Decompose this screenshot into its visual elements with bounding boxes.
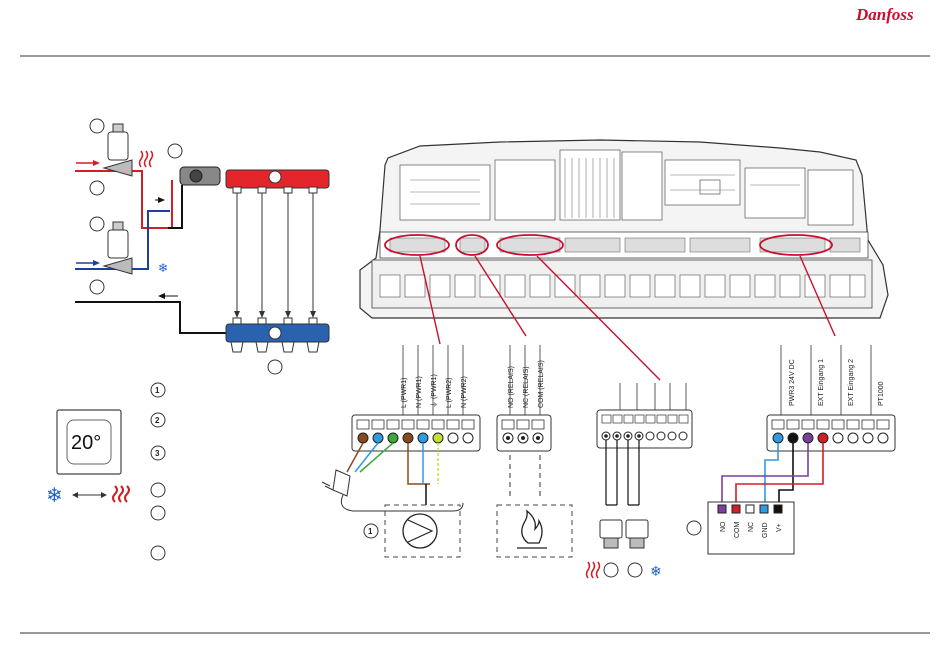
hydraulic-schematic: ❄ [75,119,329,374]
label-com-relay: COM (RELAIS) [538,360,545,408]
return-main-pipe [75,302,226,333]
mixing-valve-bottom [104,222,132,274]
label-ext-input-1: EXT Eingang 1 [818,359,825,406]
legend-number-1: 1 [155,386,160,395]
cooling-icon: ❄ [46,485,63,507]
mixing-valve-top [104,124,132,176]
actuator-terminal-block: ❄ [587,383,693,579]
label-nc-relay: NC (RELAIS) [523,366,530,408]
heating-icon [113,486,129,502]
ext-terminal-block: PWR3 24V DC EXT Eingang 1 EXT Eingang 2 … [687,345,895,554]
heat-symbol-actuator [587,562,600,578]
device-label-gnd: GND [762,522,769,538]
label-l-pwr1: L (PWR1) [401,378,408,408]
danfoss-logo: Danfoss [855,5,914,24]
label-n-pwr2: N (PWR2) [461,376,468,408]
circulation-pump [180,167,220,185]
cold-symbol-actuator: ❄ [650,563,662,579]
device-label-com: COM [734,522,741,539]
label-no-relay: NO (RELAIS) [508,366,515,408]
legend-number-3: 3 [155,449,160,458]
label-pwr3: PWR3 24V DC [789,359,796,406]
cold-symbol-small: ❄ [158,261,168,275]
device-label-vplus: V+ [776,523,783,532]
label-earth-pwr1: ⏚ (PWR1) [430,374,438,408]
device-label-nc: NC [748,522,755,532]
label-l-pwr2: L (PWR2) [446,378,453,408]
actuator-heads [600,520,648,548]
pwr-terminal-block: L (PWR1) N (PWR1) ⏚ (PWR1) L (PWR2) N (P… [322,345,480,557]
heat-symbol-small [140,151,153,167]
device-label-no: NO [720,521,727,532]
legend-number-2: 2 [155,416,160,425]
label-ext-input-2: EXT Eingang 2 [848,359,855,406]
boiler-box [497,505,572,557]
controller-board [360,140,888,380]
thermostat-temperature: 20° [71,432,101,454]
heating-loops [237,193,313,316]
pump-number: 1 [368,527,373,536]
label-pt1000: PT1000 [878,381,885,406]
relay-terminal-block: NO (RELAIS) NC (RELAIS) COM (RELAIS) [497,345,572,557]
flame-icon [517,511,547,548]
legend: 1 2 3 20° ❄ [46,383,165,560]
label-n-pwr1: N (PWR1) [416,376,423,408]
